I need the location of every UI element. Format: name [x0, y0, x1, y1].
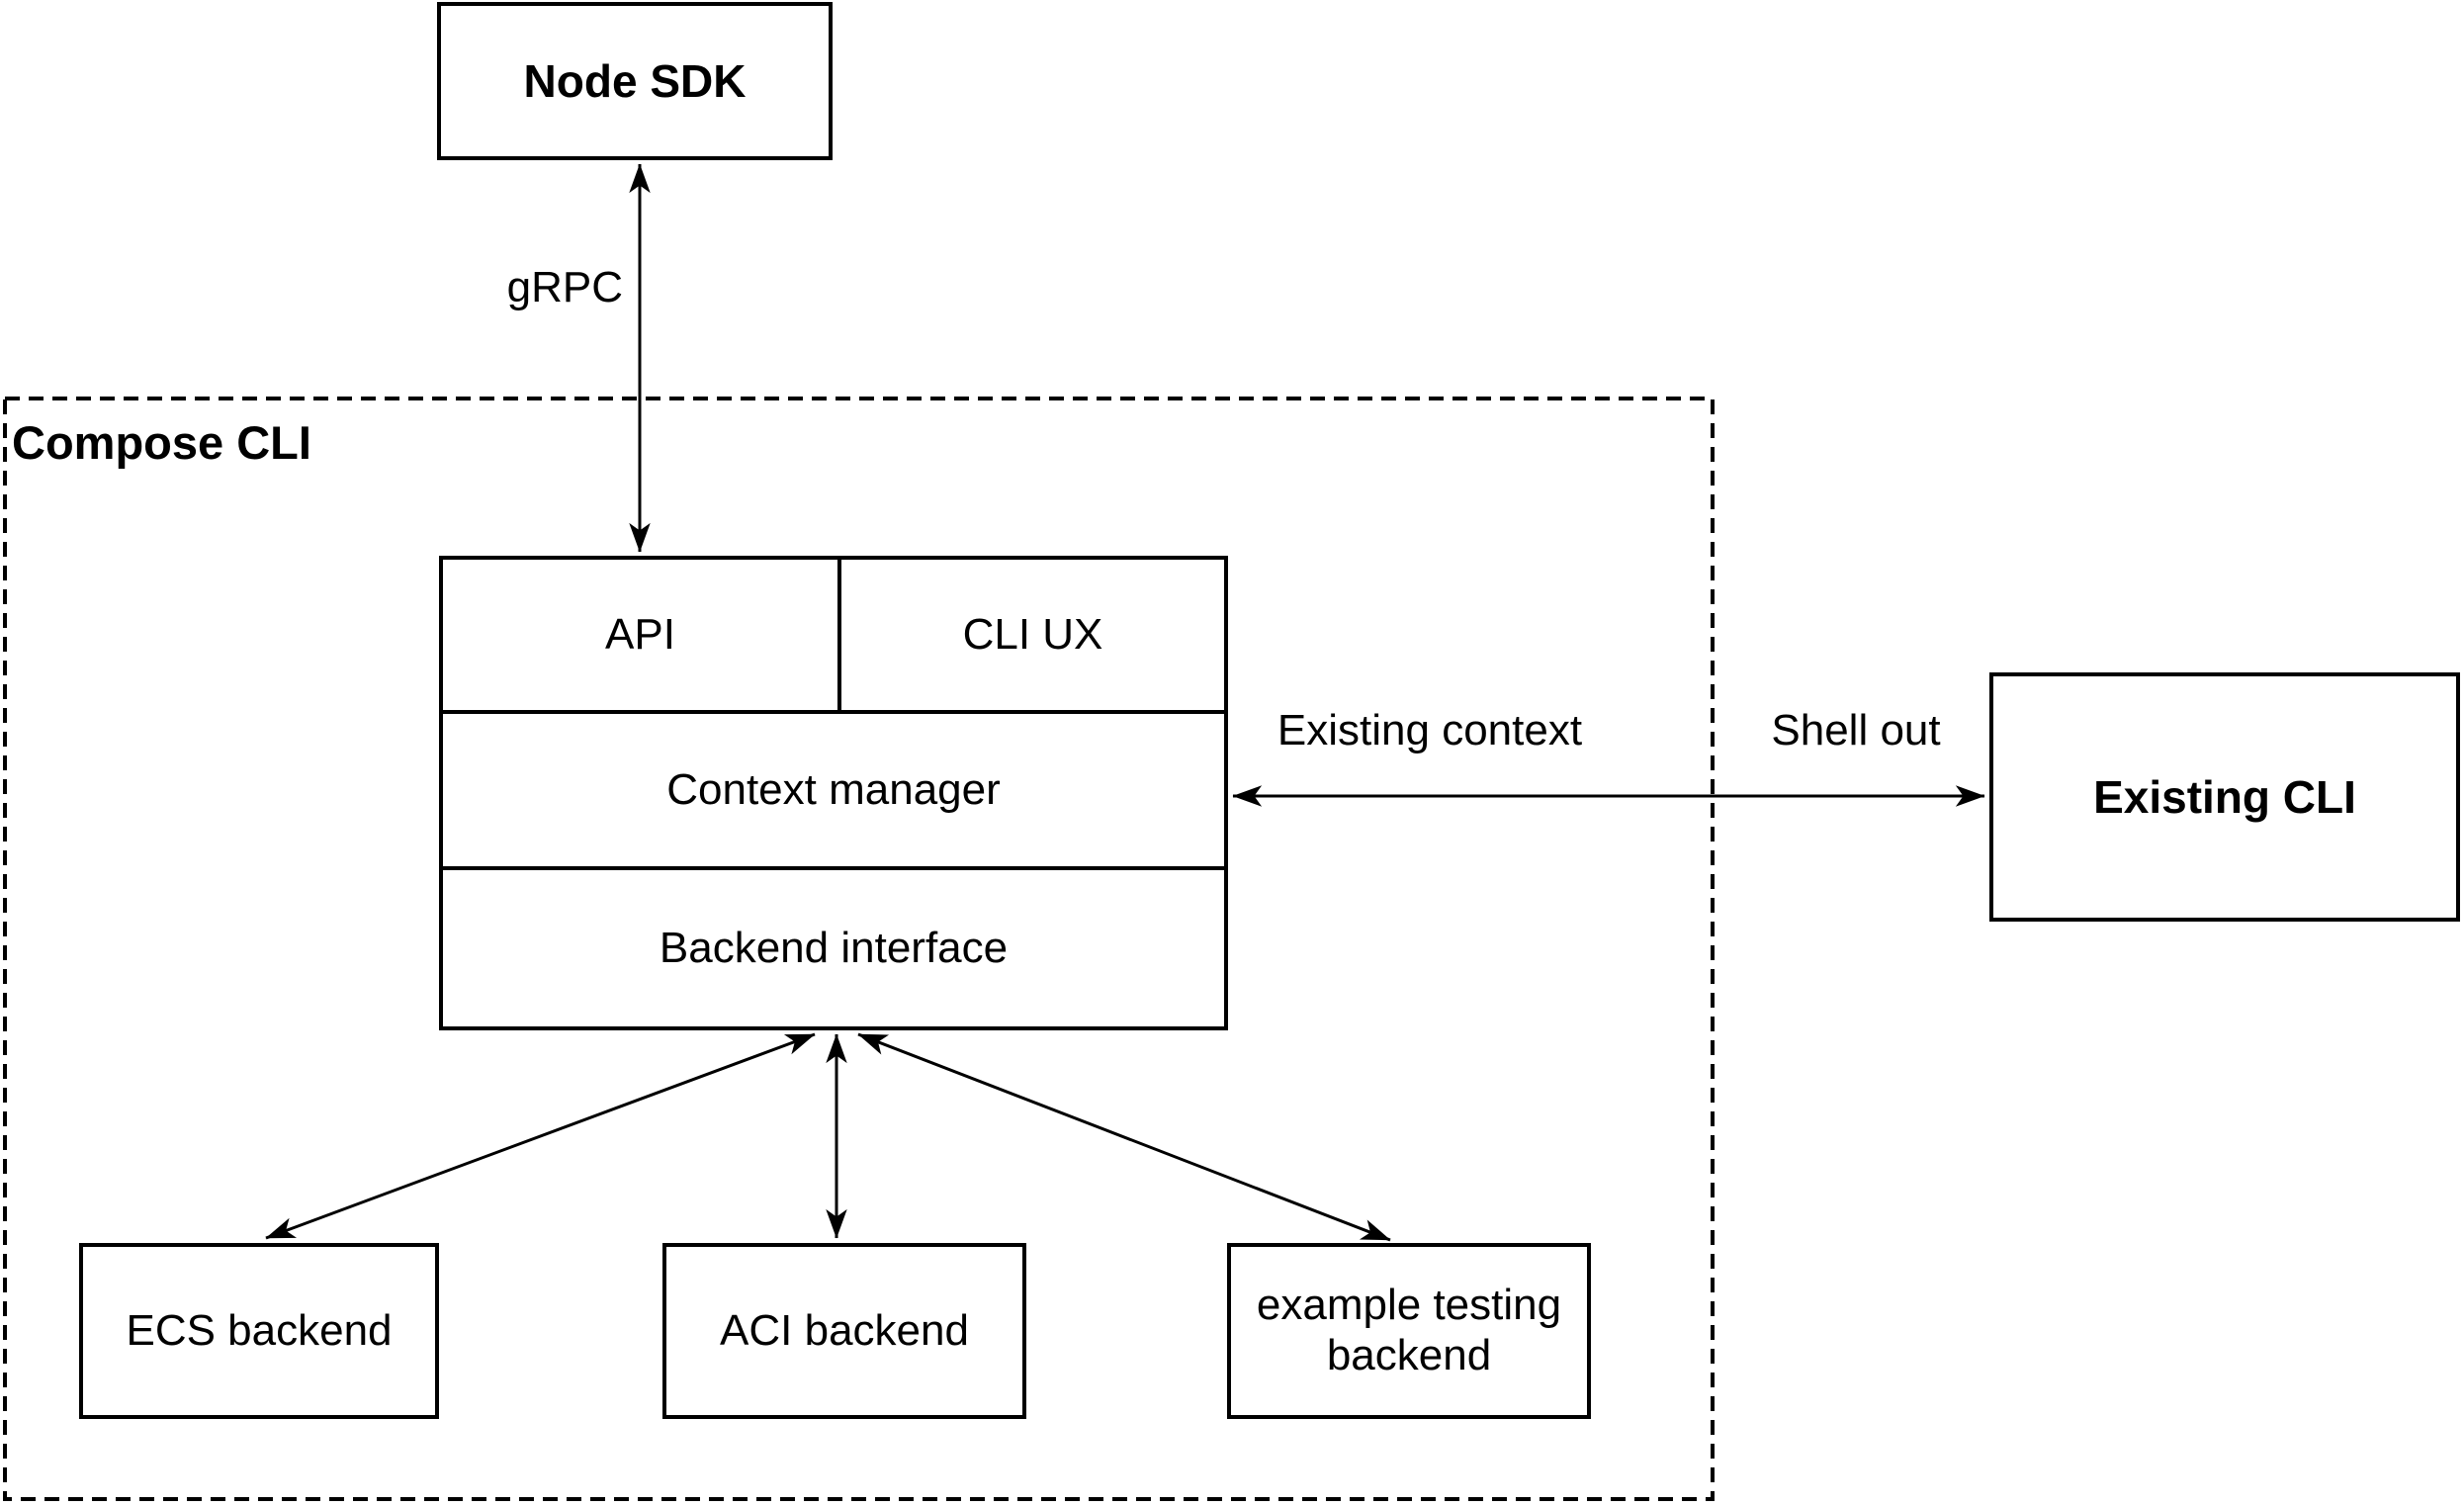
ecs-backend-edge — [265, 1032, 816, 1240]
context-manager-box: Context manager — [443, 714, 1224, 870]
cli-ux-box: CLI UX — [841, 560, 1224, 710]
shell-out-edge-label: Shell out — [1771, 706, 1941, 754]
stack-top-row: API CLI UX — [443, 560, 1224, 714]
example-testing-backend-label: example testing backend — [1256, 1281, 1562, 1379]
existing-cli-label: Existing CLI — [2093, 770, 2356, 823]
compose-cli-stack: API CLI UX Context manager Backend inter… — [439, 556, 1228, 1030]
aci-backend-label: ACI backend — [720, 1305, 969, 1355]
ecs-backend-label: ECS backend — [126, 1305, 393, 1355]
node-sdk-label: Node SDK — [523, 54, 747, 107]
example-backend-edge — [857, 1032, 1391, 1242]
example-testing-backend-box: example testing backend — [1227, 1243, 1591, 1419]
node-sdk-box: Node SDK — [437, 2, 833, 160]
existing-context-edge-label: Existing context — [1276, 706, 1583, 754]
backend-interface-label: Backend interface — [659, 924, 1009, 972]
grpc-edge-label: gRPC — [506, 263, 623, 311]
cli-ux-label: CLI UX — [962, 610, 1103, 659]
api-label: API — [605, 610, 675, 659]
compose-cli-container-label: Compose CLI — [12, 416, 311, 469]
aci-backend-box: ACI backend — [662, 1243, 1026, 1419]
existing-cli-box: Existing CLI — [1989, 672, 2460, 922]
api-box: API — [443, 560, 841, 710]
backend-interface-box: Backend interface — [443, 870, 1224, 1026]
context-manager-label: Context manager — [666, 765, 1001, 814]
ecs-backend-box: ECS backend — [79, 1243, 439, 1419]
